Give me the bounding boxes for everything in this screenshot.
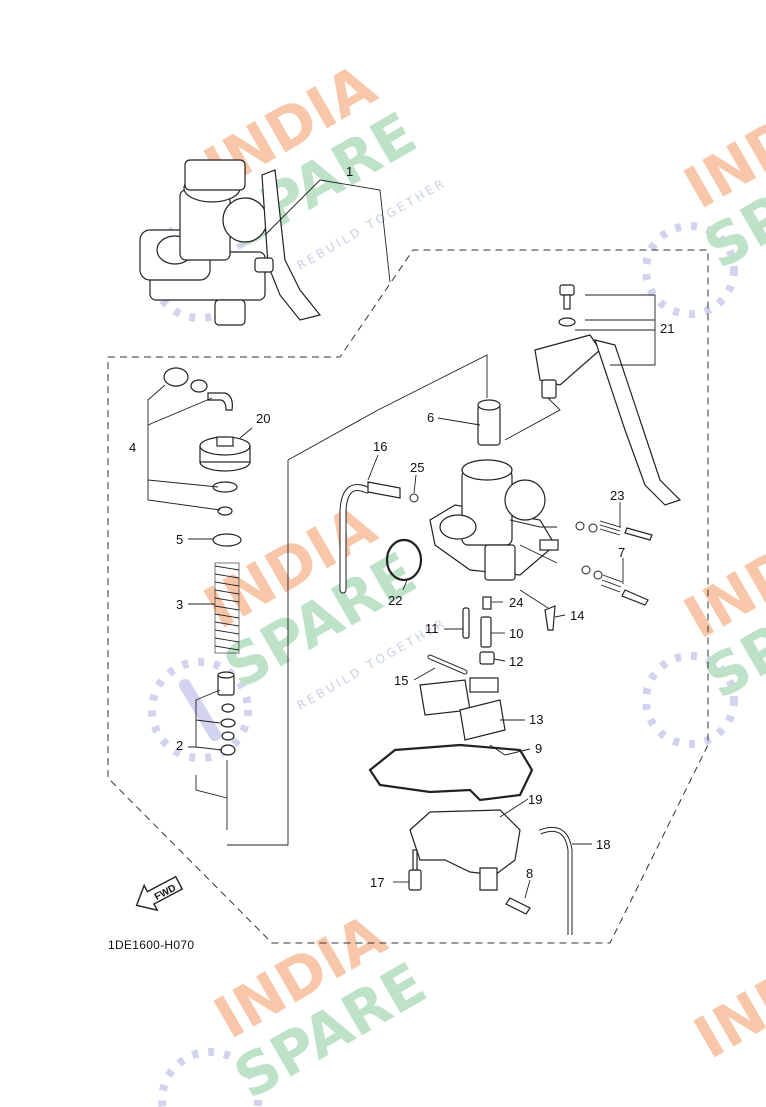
carburetor-assembly-drawing xyxy=(139,159,322,326)
callout-21: 21 xyxy=(660,321,674,336)
callout-18: 18 xyxy=(596,837,610,852)
callout-19: 19 xyxy=(528,792,542,807)
svg-text:INDI: INDI xyxy=(683,943,766,1072)
right-parts xyxy=(534,284,682,606)
callout-11: 11 xyxy=(425,621,439,636)
callout-7: 7 xyxy=(618,545,625,560)
callout-25: 25 xyxy=(410,460,424,475)
watermark-logo-icon: INDI xyxy=(683,943,766,1072)
center-parts xyxy=(339,399,573,935)
callout-24: 24 xyxy=(509,595,523,610)
diagram-code: 1DE1600-H070 xyxy=(108,938,194,952)
watermark-logo-icon: INDIA SPARE xyxy=(642,501,766,748)
callout-labels: 1 2 3 4 5 6 7 8 9 10 11 12 13 14 15 16 1… xyxy=(129,164,674,890)
callout-13: 13 xyxy=(529,712,543,727)
callout-1: 1 xyxy=(346,164,353,179)
callout-9: 9 xyxy=(535,741,542,756)
callout-14: 14 xyxy=(570,608,584,623)
throttle-spring xyxy=(214,562,240,654)
callout-20: 20 xyxy=(256,411,270,426)
callout-6: 6 xyxy=(427,410,434,425)
callout-2: 2 xyxy=(176,738,183,753)
watermark-logo-icon: INDIA SPARE xyxy=(642,71,766,318)
callout-15: 15 xyxy=(394,673,408,688)
callout-10: 10 xyxy=(509,626,523,641)
fwd-arrow-icon: FWD xyxy=(135,875,184,912)
watermark-logo-icon: INDIA SPARE xyxy=(158,901,437,1107)
callout-8: 8 xyxy=(526,866,533,881)
leader-lines xyxy=(147,179,656,899)
callout-12: 12 xyxy=(509,654,523,669)
callout-23: 23 xyxy=(610,488,624,503)
callout-22: 22 xyxy=(388,593,402,608)
callout-4: 4 xyxy=(129,440,136,455)
callout-16: 16 xyxy=(373,439,387,454)
callout-3: 3 xyxy=(176,597,183,612)
callout-5: 5 xyxy=(176,532,183,547)
left-column-parts xyxy=(163,367,251,830)
exploded-view-boundary xyxy=(107,249,709,944)
watermark-logo-icon: INDIA SPARE REBUILD TOGETHER xyxy=(148,491,449,762)
fwd-label: FWD xyxy=(153,883,178,903)
callout-17: 17 xyxy=(370,875,384,890)
